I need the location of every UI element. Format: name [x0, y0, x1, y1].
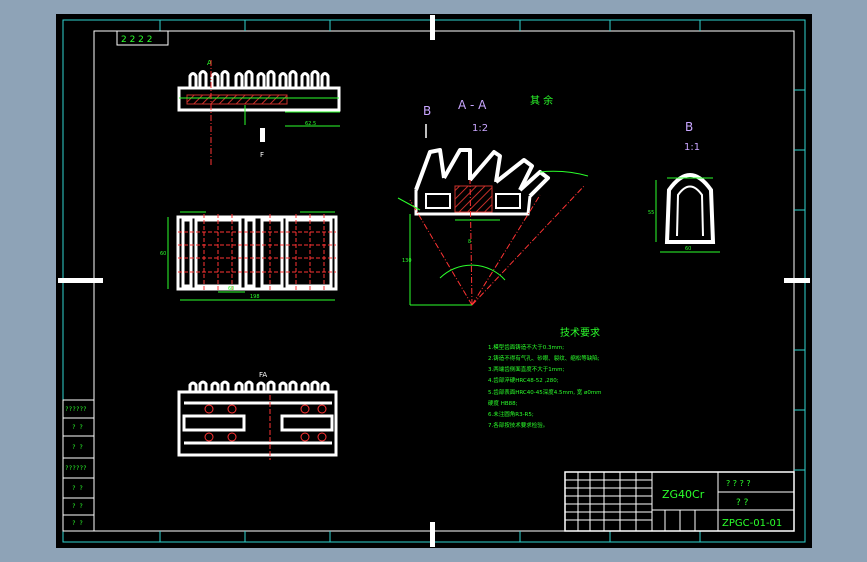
tech-requirements: 技术要求 1.模型齿面铸造不大于0.3mm; 2.铸造不得有气孔、砂眼、裂纹、缩… [488, 326, 602, 429]
dim-label: 130 [402, 258, 412, 264]
center-mark-left [58, 278, 103, 283]
side-label: ? ? [72, 485, 83, 492]
drawing-number: ZPGC-01-01 [722, 518, 782, 529]
plan-view: 198 60 60 [160, 211, 338, 301]
tech-note: 3.两端齿侧面直度不大于1mm; [488, 365, 564, 373]
tech-note: 6.未注圆角R3-R5; [488, 410, 534, 418]
center-mark-top [430, 15, 435, 40]
other-note: 其 余 [530, 94, 553, 107]
left-side-labels: ?????? ? ? ? ? ?????? ? ? ? ? ? ? [65, 406, 87, 527]
tech-note: 硬度 HB88; [488, 399, 518, 407]
view-fa-label: FA [259, 371, 267, 379]
dim-label: 198 [250, 294, 260, 300]
front-view: A 62.5 F [177, 59, 341, 165]
dim-label: 60 [228, 286, 234, 292]
title-block: ZG40Cr ? ? ? ? ? ? ZPGC-01-01 [564, 471, 795, 532]
tech-note: 1.模型齿面铸造不大于0.3mm; [488, 343, 564, 351]
dim-label: 55 [648, 210, 654, 216]
center-mark-bottom [430, 522, 435, 547]
section-a-a: B A - A 1:2 其 余 [397, 94, 589, 306]
tech-note: 2.铸造不得有气孔、砂眼、裂纹、缩松等缺陷; [488, 354, 600, 362]
side-label: ?????? [65, 406, 87, 413]
side-label: ? ? [72, 424, 83, 431]
left-side-column [62, 399, 95, 532]
view-b: B 1:1 55 60 [648, 120, 720, 253]
center-mark-right [784, 278, 810, 283]
view-b-scale: 1:1 [684, 142, 700, 153]
view-b-label: B [685, 120, 693, 134]
tech-note: 7.各部按技术要求检验。 [488, 421, 548, 429]
section-scale: 1:2 [472, 123, 488, 134]
dim-label: 60 [160, 251, 166, 257]
side-label: ? ? [72, 444, 83, 451]
bottom-view-fa: FA [177, 371, 338, 460]
tech-note: 5.齿部表面HRC40-45深度4.5mm, 宽 ø0mm [488, 388, 602, 396]
view-a-top-label: A [207, 59, 212, 67]
tech-note: 4.齿部淬硬HRC48-52 ,280; [488, 376, 559, 384]
company-text: ? ? ? ? [726, 479, 751, 488]
section-label: A - A [458, 98, 487, 112]
side-label: ? ? [72, 503, 83, 510]
dim-label: 62.5 [305, 121, 316, 127]
tech-title: 技术要求 [560, 326, 600, 339]
zone-ticks [159, 20, 805, 542]
stamp-box [116, 30, 169, 46]
side-label: ? ? [72, 520, 83, 527]
part-name-text: ? ? [736, 498, 749, 508]
dim-label: 60 [685, 246, 691, 252]
view-b-marker: B [423, 104, 431, 118]
material-text: ZG40Cr [662, 488, 705, 501]
view-f-label: F [260, 151, 264, 159]
dim-label: 8 [468, 239, 471, 245]
stamp-text: 2 2 2 2 [121, 35, 153, 45]
side-label: ?????? [65, 465, 87, 472]
drawing-canvas [56, 14, 812, 548]
